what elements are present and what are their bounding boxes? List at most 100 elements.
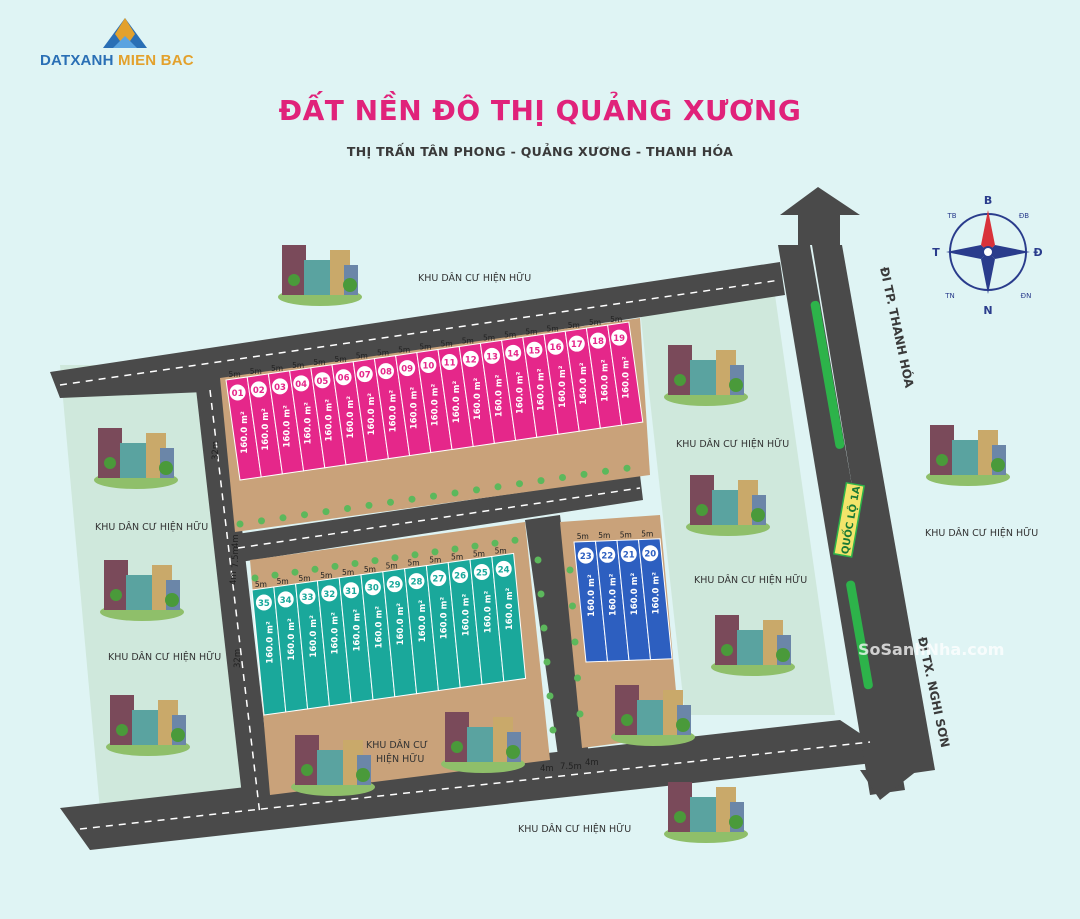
road-dim-4m-a: 4m	[231, 534, 241, 548]
compass-n: B	[984, 194, 992, 207]
road-dim-4m-b: 4m	[229, 571, 239, 585]
west-road-marking	[209, 389, 261, 816]
lot-width: 5m	[547, 324, 559, 333]
lot-area: 160.0 m²	[410, 387, 420, 430]
tree-marker	[540, 624, 548, 632]
lot-number: 29	[389, 581, 401, 591]
tree-marker	[534, 556, 542, 564]
watermark-text: SoSanhNha.com	[858, 640, 1005, 659]
lot-width: 5m	[377, 349, 389, 358]
tree-marker	[258, 517, 265, 525]
road-dim-75-a: 7.5m	[231, 546, 241, 568]
lot-number: 33	[302, 593, 314, 603]
building-icon	[441, 712, 525, 773]
tree-marker	[291, 568, 299, 576]
lot-number: 32	[323, 590, 335, 600]
lot-number-badge	[642, 545, 659, 562]
building-icon	[611, 685, 695, 746]
tree-marker	[516, 480, 523, 488]
lot-width: 5m	[620, 530, 632, 539]
building-icon	[926, 425, 1010, 486]
lot-width: 5m	[320, 571, 332, 580]
brand-name: DATXANH MIEN BAC	[40, 52, 194, 69]
lot-number: 02	[253, 386, 265, 396]
tree-marker	[511, 536, 519, 544]
lot-number: 19	[613, 334, 625, 344]
lot-number-badge	[495, 560, 512, 577]
dimension-labels: 32m 32m 4m 7.5m 4m 4m 7.5m 4m	[211, 441, 599, 774]
area-label-east-1: KHU DÂN CƯ HIỆN HỮU	[676, 438, 789, 450]
tree-marker	[365, 501, 373, 509]
lot-area: 160.0 m²	[600, 359, 610, 402]
lot-area: 160.0 m²	[622, 356, 632, 399]
lot-width: 5m	[386, 562, 398, 571]
lot-number: 13	[486, 352, 498, 362]
lot-area: 160.0 m²	[630, 573, 640, 616]
tree-marker	[451, 489, 459, 497]
lot-number-badge	[335, 369, 352, 386]
compass-needle-north	[981, 210, 995, 252]
lot-number: 03	[274, 383, 286, 393]
lot-number-badge	[272, 378, 288, 395]
building-icon	[664, 345, 748, 406]
lot-number: 09	[401, 365, 413, 375]
lot-area: 160.0 m²	[240, 411, 250, 454]
north-arrow	[780, 187, 860, 245]
lot-number-badge	[250, 381, 267, 398]
area-label-east-2: KHU DÂN CƯ HIỆN HỮU	[694, 574, 807, 586]
lot-number: 04	[295, 380, 307, 390]
lot-shape	[491, 552, 527, 683]
lot-width: 5m	[335, 355, 347, 364]
tree-marker	[491, 539, 499, 547]
lot-number-badge	[611, 329, 628, 346]
lot-number: 05	[316, 377, 328, 387]
lot-number-badge	[408, 573, 425, 590]
lot-number: 06	[338, 374, 350, 384]
lot-width: 5m	[271, 364, 283, 373]
lot-width: 5m	[598, 531, 610, 540]
compass-se: ĐN	[1021, 292, 1032, 300]
compass-ne: ĐB	[1019, 212, 1029, 220]
lot-number-badge	[441, 353, 458, 370]
lot-width: 5m	[407, 559, 419, 568]
tree-marker	[473, 486, 480, 494]
lot-number-badge	[430, 570, 447, 587]
logo-mountain-icon	[103, 18, 147, 48]
lot-number: 07	[359, 371, 371, 381]
lot-area: 160.0 m²	[374, 606, 384, 649]
road-label-north: ĐI TP. THANH HÓA	[877, 266, 917, 390]
tree-marker	[344, 505, 351, 512]
compass-rose: B N Đ T ĐB TB ĐN TN	[932, 194, 1042, 317]
tree-marker	[236, 520, 244, 528]
lot-number: 16	[550, 343, 562, 353]
median-north	[810, 300, 845, 449]
lot-area: 160.0 m²	[537, 368, 547, 411]
lot-number-badge	[599, 546, 616, 563]
tree-marker	[391, 554, 399, 562]
lot-number: 10	[422, 362, 434, 372]
compass-s: N	[983, 304, 992, 317]
tree-marker	[574, 674, 581, 682]
south-road	[60, 720, 900, 850]
lot-area: 160.0 m²	[325, 399, 335, 442]
